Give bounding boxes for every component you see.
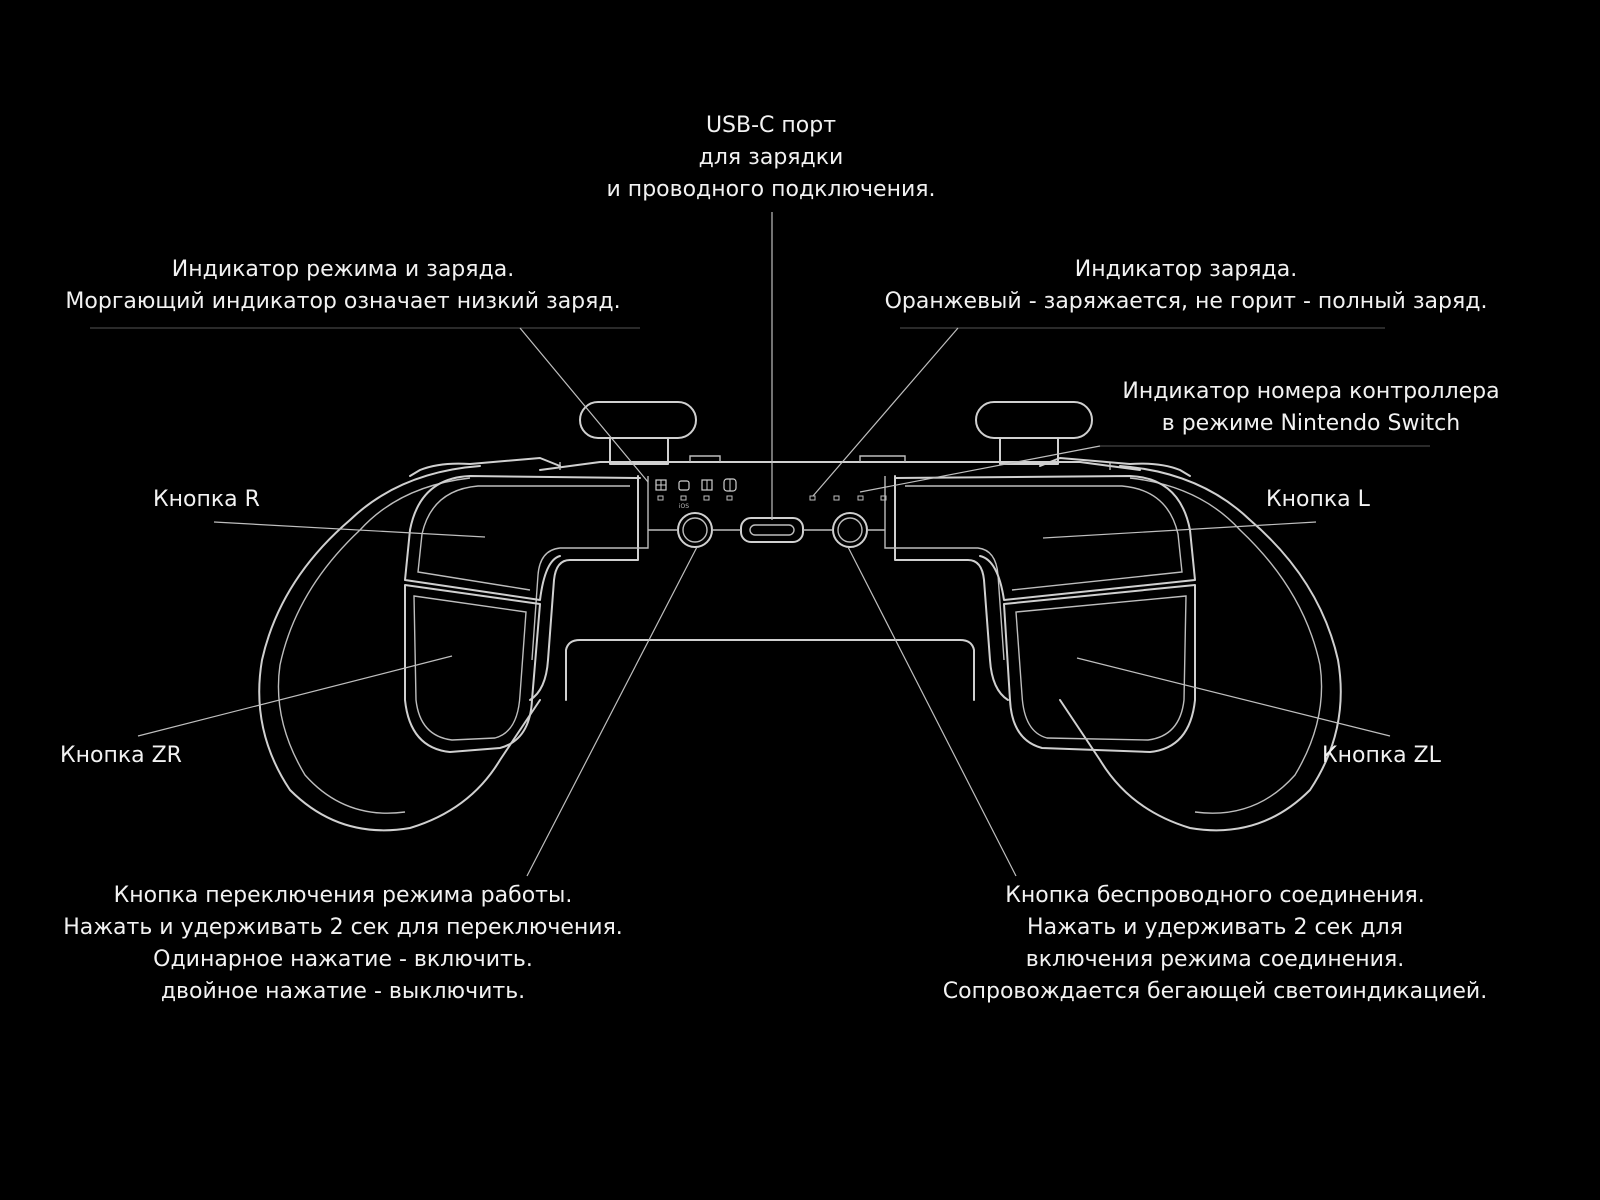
left-stick-shaft [609,437,669,465]
leader-mode-switch [526,546,698,877]
mode-switch-label: Кнопка переключения режима работы. Нажат… [63,883,623,1004]
leader-controller-number [859,445,1101,493]
left-grip-outer [258,465,541,832]
button-zl-label: Кнопка ZL [1322,743,1441,768]
button-zr-label: Кнопка ZR [60,743,182,768]
right-bumper-top [1039,457,1191,477]
right-zl-button [1003,584,1196,753]
center-panel-right [894,475,1009,701]
mode-indicator-icons: iOS [655,478,737,510]
left-zr-button [404,584,541,753]
leader-button-zr [137,655,453,737]
leader-wireless [847,546,1017,877]
usb-port-label: USB-C порт для зарядки и проводного подк… [606,113,936,202]
controller-outline: iOS [258,401,1342,832]
right-stick-cap [975,401,1093,439]
left-stick-cap [579,401,697,439]
android-icon [678,480,690,491]
right-grip-outer [1059,465,1342,832]
button-l-label: Кнопка L [1266,487,1370,512]
mode-indicator-label: Индикатор режима и заряда. Моргающий инд… [65,257,621,314]
right-stick-shaft [999,437,1059,465]
leader-mode-indicator [519,327,649,483]
center-panel-left [529,475,639,701]
controller-number-label: Индикатор номера контроллера в режиме Ni… [1122,379,1500,436]
button-r-label: Кнопка R [153,487,260,512]
center-bottom-edge [565,639,975,701]
leader-button-l [1042,521,1317,539]
leader-button-r [213,521,486,538]
ios-label: iOS [679,503,689,510]
leader-button-zl [1076,657,1391,737]
charge-indicator-label: Индикатор заряда. Оранжевый - заряжается… [884,257,1488,314]
leader-charge-indicator [812,327,959,497]
left-bumper-top [409,457,561,477]
player-leds [809,495,887,501]
wireless-label: Кнопка беспроводного соединения. Нажать … [942,883,1488,1004]
left-r-button [404,475,641,601]
